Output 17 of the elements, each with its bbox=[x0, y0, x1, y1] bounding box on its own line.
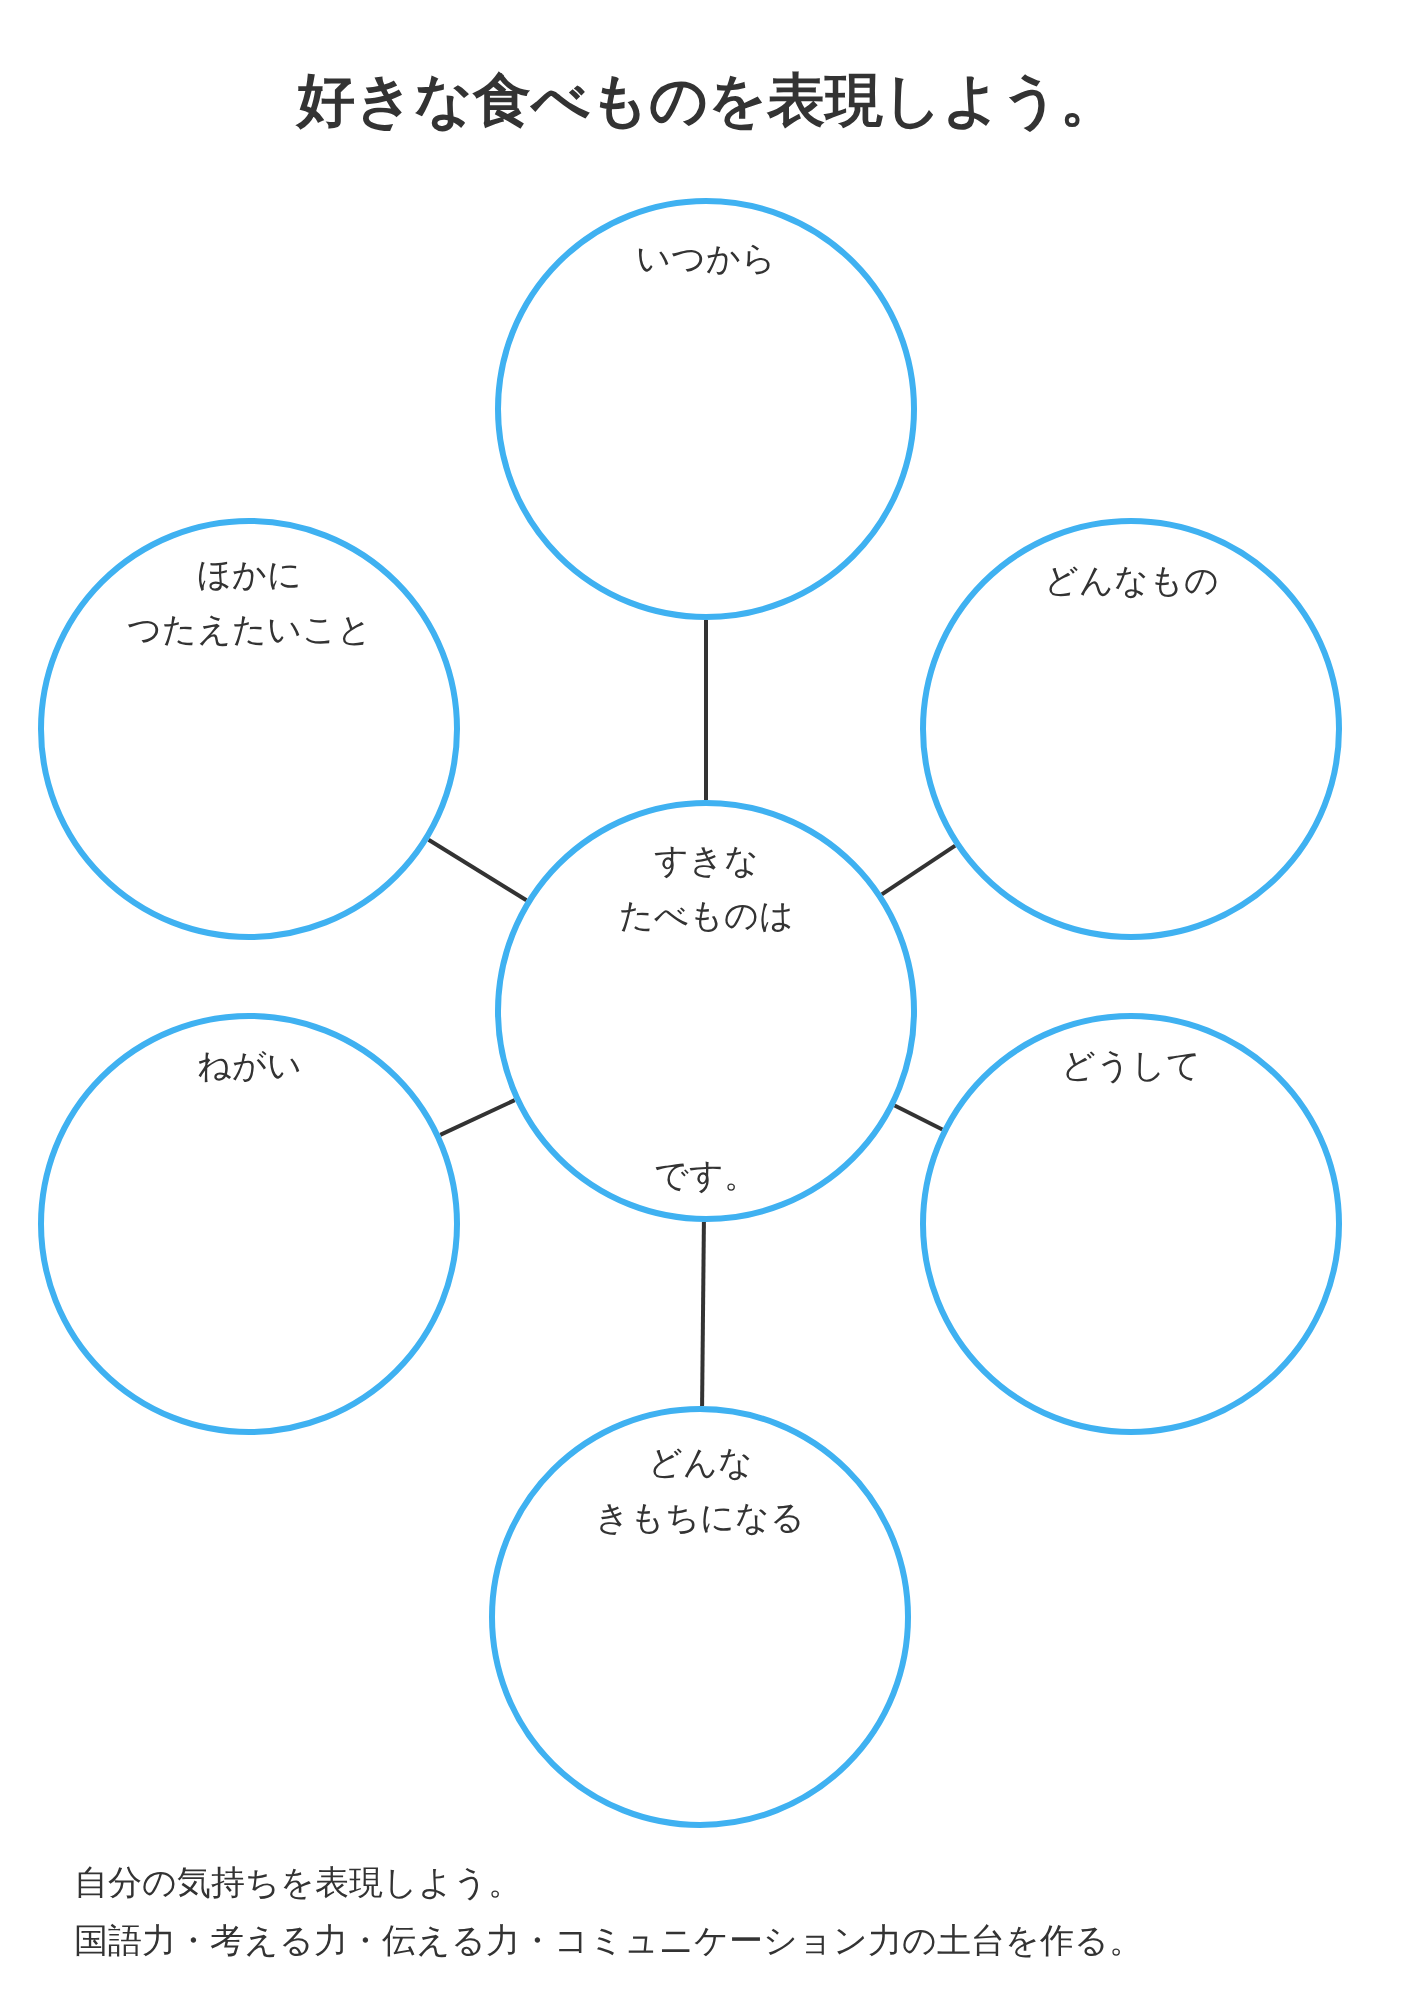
footer-note: 自分の気持ちを表現しよう。 bbox=[74, 1861, 522, 1904]
connector-line bbox=[700, 1221, 706, 1407]
prompt-text: どんなきもちになる bbox=[594, 1441, 806, 1539]
connector-line bbox=[704, 620, 708, 800]
prompt-text: どんなもの bbox=[1042, 559, 1220, 602]
connector-line bbox=[880, 844, 957, 896]
prompt-text: すきなたべものは bbox=[617, 839, 795, 937]
prompt-text: です。 bbox=[653, 1154, 759, 1197]
prompt-text: いつから bbox=[635, 237, 777, 280]
connector-line bbox=[893, 1103, 944, 1132]
prompt-text: ねがい bbox=[195, 1044, 303, 1087]
prompt-text: ほかにつたえたいこと bbox=[125, 553, 373, 651]
prompt-text: どうして bbox=[1060, 1044, 1202, 1087]
connector-line bbox=[427, 838, 528, 902]
title: 好きな食べものを表現しよう。 bbox=[294, 65, 1119, 136]
connector-line bbox=[439, 1098, 516, 1137]
footer-note: 国語力・考える力・伝える力・コミュニケーション力の土台を作る。 bbox=[74, 1919, 1143, 1962]
